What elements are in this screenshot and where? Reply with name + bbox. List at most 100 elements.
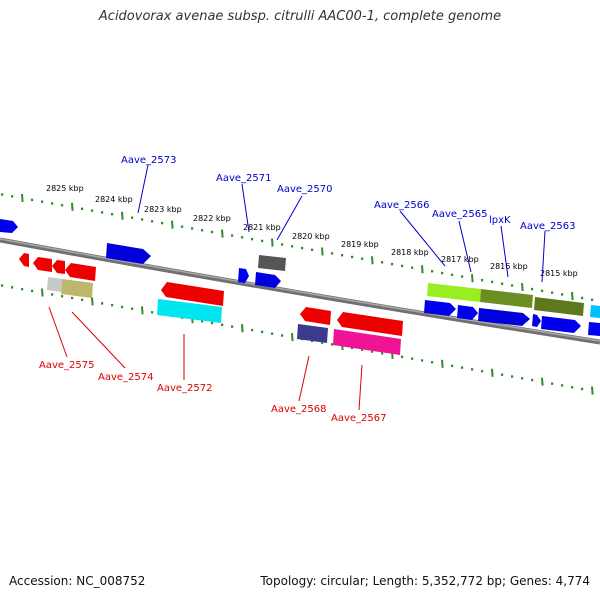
scale-tick-minor [421, 359, 424, 362]
gene-box[interactable] [480, 289, 533, 308]
scale-tick-major [41, 288, 44, 297]
scale-label-2822: 2822 kbp [193, 214, 231, 223]
gene-box[interactable] [47, 277, 62, 292]
scale-tick-minor [411, 357, 414, 360]
gene-box[interactable] [297, 324, 328, 343]
scale-tick-minor [41, 200, 44, 203]
gene-arrow[interactable] [457, 305, 478, 320]
gene-arrow[interactable] [19, 253, 29, 267]
scale-tick-minor [361, 257, 364, 260]
scale-tick-minor [471, 368, 474, 371]
label-leader [541, 230, 546, 283]
scale-tick-minor [191, 227, 194, 230]
gene-arrow[interactable] [238, 268, 249, 283]
scale-tick-minor [111, 303, 114, 307]
gene-arrow[interactable] [300, 307, 331, 325]
scale-tick-minor [101, 211, 104, 214]
scale-tick-minor [101, 302, 104, 305]
gene-label-aave-2568[interactable]: Aave_2568 [271, 404, 327, 415]
scale-tick-minor [551, 382, 554, 385]
scale-tick-minor [411, 266, 414, 269]
gene-arrow[interactable] [424, 300, 456, 316]
scale-tick-minor [131, 216, 134, 219]
gene-label-aave-2570[interactable]: Aave_2570 [277, 184, 333, 195]
scale-tick-minor [241, 236, 244, 239]
outer-scale-track [1, 193, 594, 301]
gene-label-aave-2571[interactable]: Aave_2571 [216, 173, 272, 184]
gene-label-aave-2563[interactable]: Aave_2563 [520, 221, 576, 232]
gene-box[interactable] [258, 255, 286, 271]
scale-tick-minor [501, 373, 504, 376]
scale-tick-minor [581, 296, 584, 300]
scale-tick-minor [281, 334, 284, 337]
scale-tick-major [91, 297, 94, 306]
gene-arrow[interactable] [52, 260, 65, 274]
gene-label-aave-2573[interactable]: Aave_2573 [121, 155, 177, 166]
gene-label-lpxk[interactable]: lpxK [489, 215, 511, 226]
scale-tick-major [321, 247, 324, 256]
scale-tick-major [441, 359, 444, 368]
scale-tick-minor [201, 229, 204, 232]
scale-tick-minor [391, 262, 394, 266]
gene-arrow[interactable] [532, 314, 541, 327]
scale-label-2815: 2815 kbp [540, 269, 578, 278]
scale-tick-minor [431, 361, 434, 364]
gene-box[interactable] [333, 329, 401, 355]
gene-box[interactable] [61, 279, 93, 298]
gene-arrow[interactable] [255, 272, 281, 288]
scale-tick-minor [341, 253, 344, 257]
gene-box[interactable] [590, 305, 600, 318]
gene-label-aave-2567[interactable]: Aave_2567 [331, 413, 387, 424]
gene-box[interactable] [588, 322, 600, 336]
gene-arrow[interactable] [541, 316, 581, 333]
bottom-gene-labels: Aave_2575 Aave_2574 Aave_2572 Aave_2568 … [39, 306, 387, 424]
gene-label-aave-2572[interactable]: Aave_2572 [157, 383, 213, 394]
top-strand-genes [0, 219, 600, 336]
scale-tick-major [21, 193, 24, 202]
scale-tick-major [221, 229, 224, 238]
scale-label-2820: 2820 kbp [292, 232, 330, 241]
gene-arrow[interactable] [337, 312, 403, 336]
label-leader [399, 210, 446, 267]
gene-box[interactable] [534, 297, 584, 316]
scale-tick-minor [331, 252, 334, 255]
scale-tick-minor [331, 343, 334, 346]
scale-tick-minor [31, 198, 34, 202]
scale-tick-minor [531, 287, 534, 291]
gene-box[interactable] [157, 299, 222, 323]
gene-arrow[interactable] [65, 263, 96, 281]
scale-tick-minor [431, 270, 434, 273]
gene-arrow[interactable] [161, 282, 224, 306]
scale-tick-minor [301, 246, 304, 250]
scale-tick-minor [271, 332, 274, 335]
scale-tick-major [271, 238, 274, 247]
scale-tick-minor [81, 207, 84, 211]
gene-arrow[interactable] [106, 243, 151, 264]
scale-label-2819: 2819 kbp [341, 240, 379, 249]
gene-label-aave-2575[interactable]: Aave_2575 [39, 360, 95, 371]
scale-tick-major [121, 211, 124, 220]
scale-tick-minor [371, 350, 374, 353]
scale-tick-minor [161, 221, 164, 225]
label-leader [358, 364, 363, 411]
scale-tick-minor [561, 384, 564, 387]
scale-tick-minor [491, 280, 494, 284]
scale-tick-minor [221, 323, 224, 326]
genome-backbone-highlight [0, 238, 600, 342]
gene-arrow[interactable] [478, 308, 530, 326]
scale-label-2817: 2817 kbp [441, 255, 479, 264]
scale-label-2824: 2824 kbp [95, 195, 133, 204]
gene-box[interactable] [427, 283, 481, 302]
gene-arrow[interactable] [0, 219, 18, 233]
scale-tick-minor [281, 243, 284, 246]
scale-tick-minor [1, 284, 4, 287]
scale-tick-minor [551, 291, 554, 294]
gene-label-aave-2566[interactable]: Aave_2566 [374, 200, 430, 211]
scale-tick-minor [151, 220, 154, 223]
gene-label-aave-2565[interactable]: Aave_2565 [432, 209, 488, 220]
gene-arrow[interactable] [33, 257, 52, 272]
genome-summary-text: Topology: circular; Length: 5,352,772 bp… [260, 574, 590, 588]
gene-label-aave-2574[interactable]: Aave_2574 [98, 372, 154, 383]
scale-tick-minor [61, 295, 64, 298]
